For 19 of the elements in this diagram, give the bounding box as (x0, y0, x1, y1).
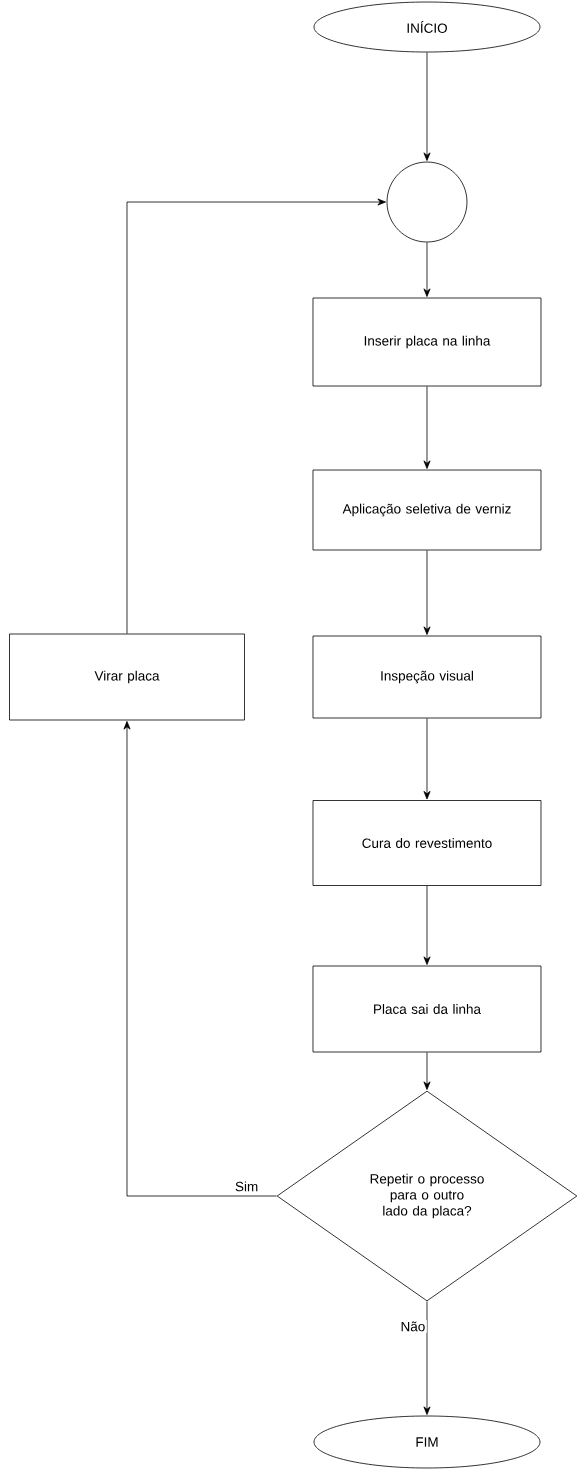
arrow (423, 52, 431, 161)
arrow (423, 885, 431, 965)
connector-circle (386, 161, 468, 243)
process-box: Placa sai da linha (312, 965, 542, 1053)
arrow (423, 1301, 431, 1415)
process-box: Virar placa (9, 633, 245, 721)
process-box: Inspeção visual (312, 635, 542, 719)
arrow (423, 242, 431, 297)
arrow (123, 721, 277, 1197)
process-box: Inserir placa na linha (312, 297, 542, 387)
arrow (126, 198, 386, 634)
arrow (423, 386, 431, 469)
process-box: Cura do revestimento (312, 800, 542, 886)
edge-label: Não (399, 1320, 427, 1333)
edge-label: Sim (233, 1179, 260, 1193)
arrow (423, 1052, 431, 1090)
arrow (423, 718, 431, 800)
process-box: Aplicação seletiva de verniz (312, 469, 542, 551)
arrow (423, 550, 431, 635)
